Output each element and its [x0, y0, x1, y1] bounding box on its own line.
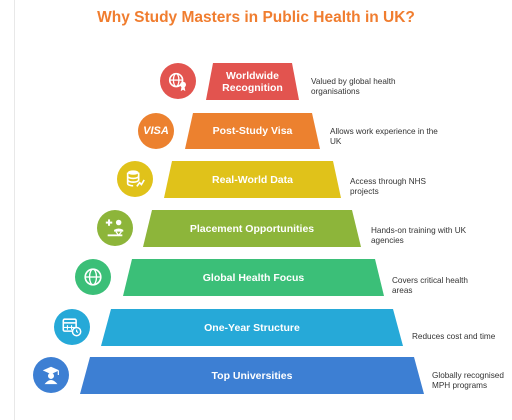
globe-icon: [84, 268, 102, 286]
tier-description: Covers critical health areas: [392, 276, 468, 295]
tier-label: Post-Study Visa: [212, 125, 293, 137]
medical-placement-icon: [105, 219, 124, 237]
tier-label: Placement Opportunities: [189, 222, 315, 235]
database-icon: [126, 170, 145, 187]
tier-placement-opportunities: Placement Opportunities: [143, 210, 361, 247]
tier-description: Globally recognised MPH programs: [432, 371, 504, 390]
tier-description: Reduces cost and time: [412, 332, 496, 341]
page-title: Why Study Masters in Public Health in UK…: [97, 9, 415, 26]
tier-label: Global Health Focus: [202, 271, 305, 284]
tier-description: Hands-on training with UK agencies: [371, 226, 467, 245]
tier-one-year-structure: One-Year Structure: [101, 309, 403, 346]
left-divider: [14, 0, 15, 420]
badge-post-study-visa: VISA: [138, 113, 174, 149]
badge-real-world-data: [117, 161, 153, 197]
tier-label: Worldwide Recognition: [222, 69, 283, 94]
tier-label: Real-World Data: [212, 173, 293, 186]
tier-label: Top Universities: [211, 369, 293, 382]
tier-post-study-visa: Post-Study Visa: [185, 113, 320, 149]
tier-description: Allows work experience in the UK: [330, 127, 438, 146]
globe-award-icon: [168, 72, 186, 92]
tier-description: Valued by global health organisations: [311, 77, 396, 96]
badge-worldwide-recognition: [160, 63, 196, 99]
tier-worldwide-recognition: Worldwide Recognition: [206, 63, 299, 100]
tier-description: Access through NHS projects: [350, 177, 426, 196]
graduate-icon: [42, 366, 60, 385]
calendar-clock-icon: [62, 318, 82, 337]
badge-one-year-structure: [54, 309, 90, 345]
tier-label: One-Year Structure: [204, 321, 300, 334]
badge-top-universities: [33, 357, 69, 393]
visa-card-icon: VISA: [143, 125, 169, 137]
tier-global-health-focus: Global Health Focus: [123, 259, 384, 296]
badge-placement-opportunities: [97, 210, 133, 246]
tier-top-universities: Top Universities: [80, 357, 424, 394]
tier-real-world-data: Real-World Data: [164, 161, 341, 198]
badge-global-health-focus: [75, 259, 111, 295]
